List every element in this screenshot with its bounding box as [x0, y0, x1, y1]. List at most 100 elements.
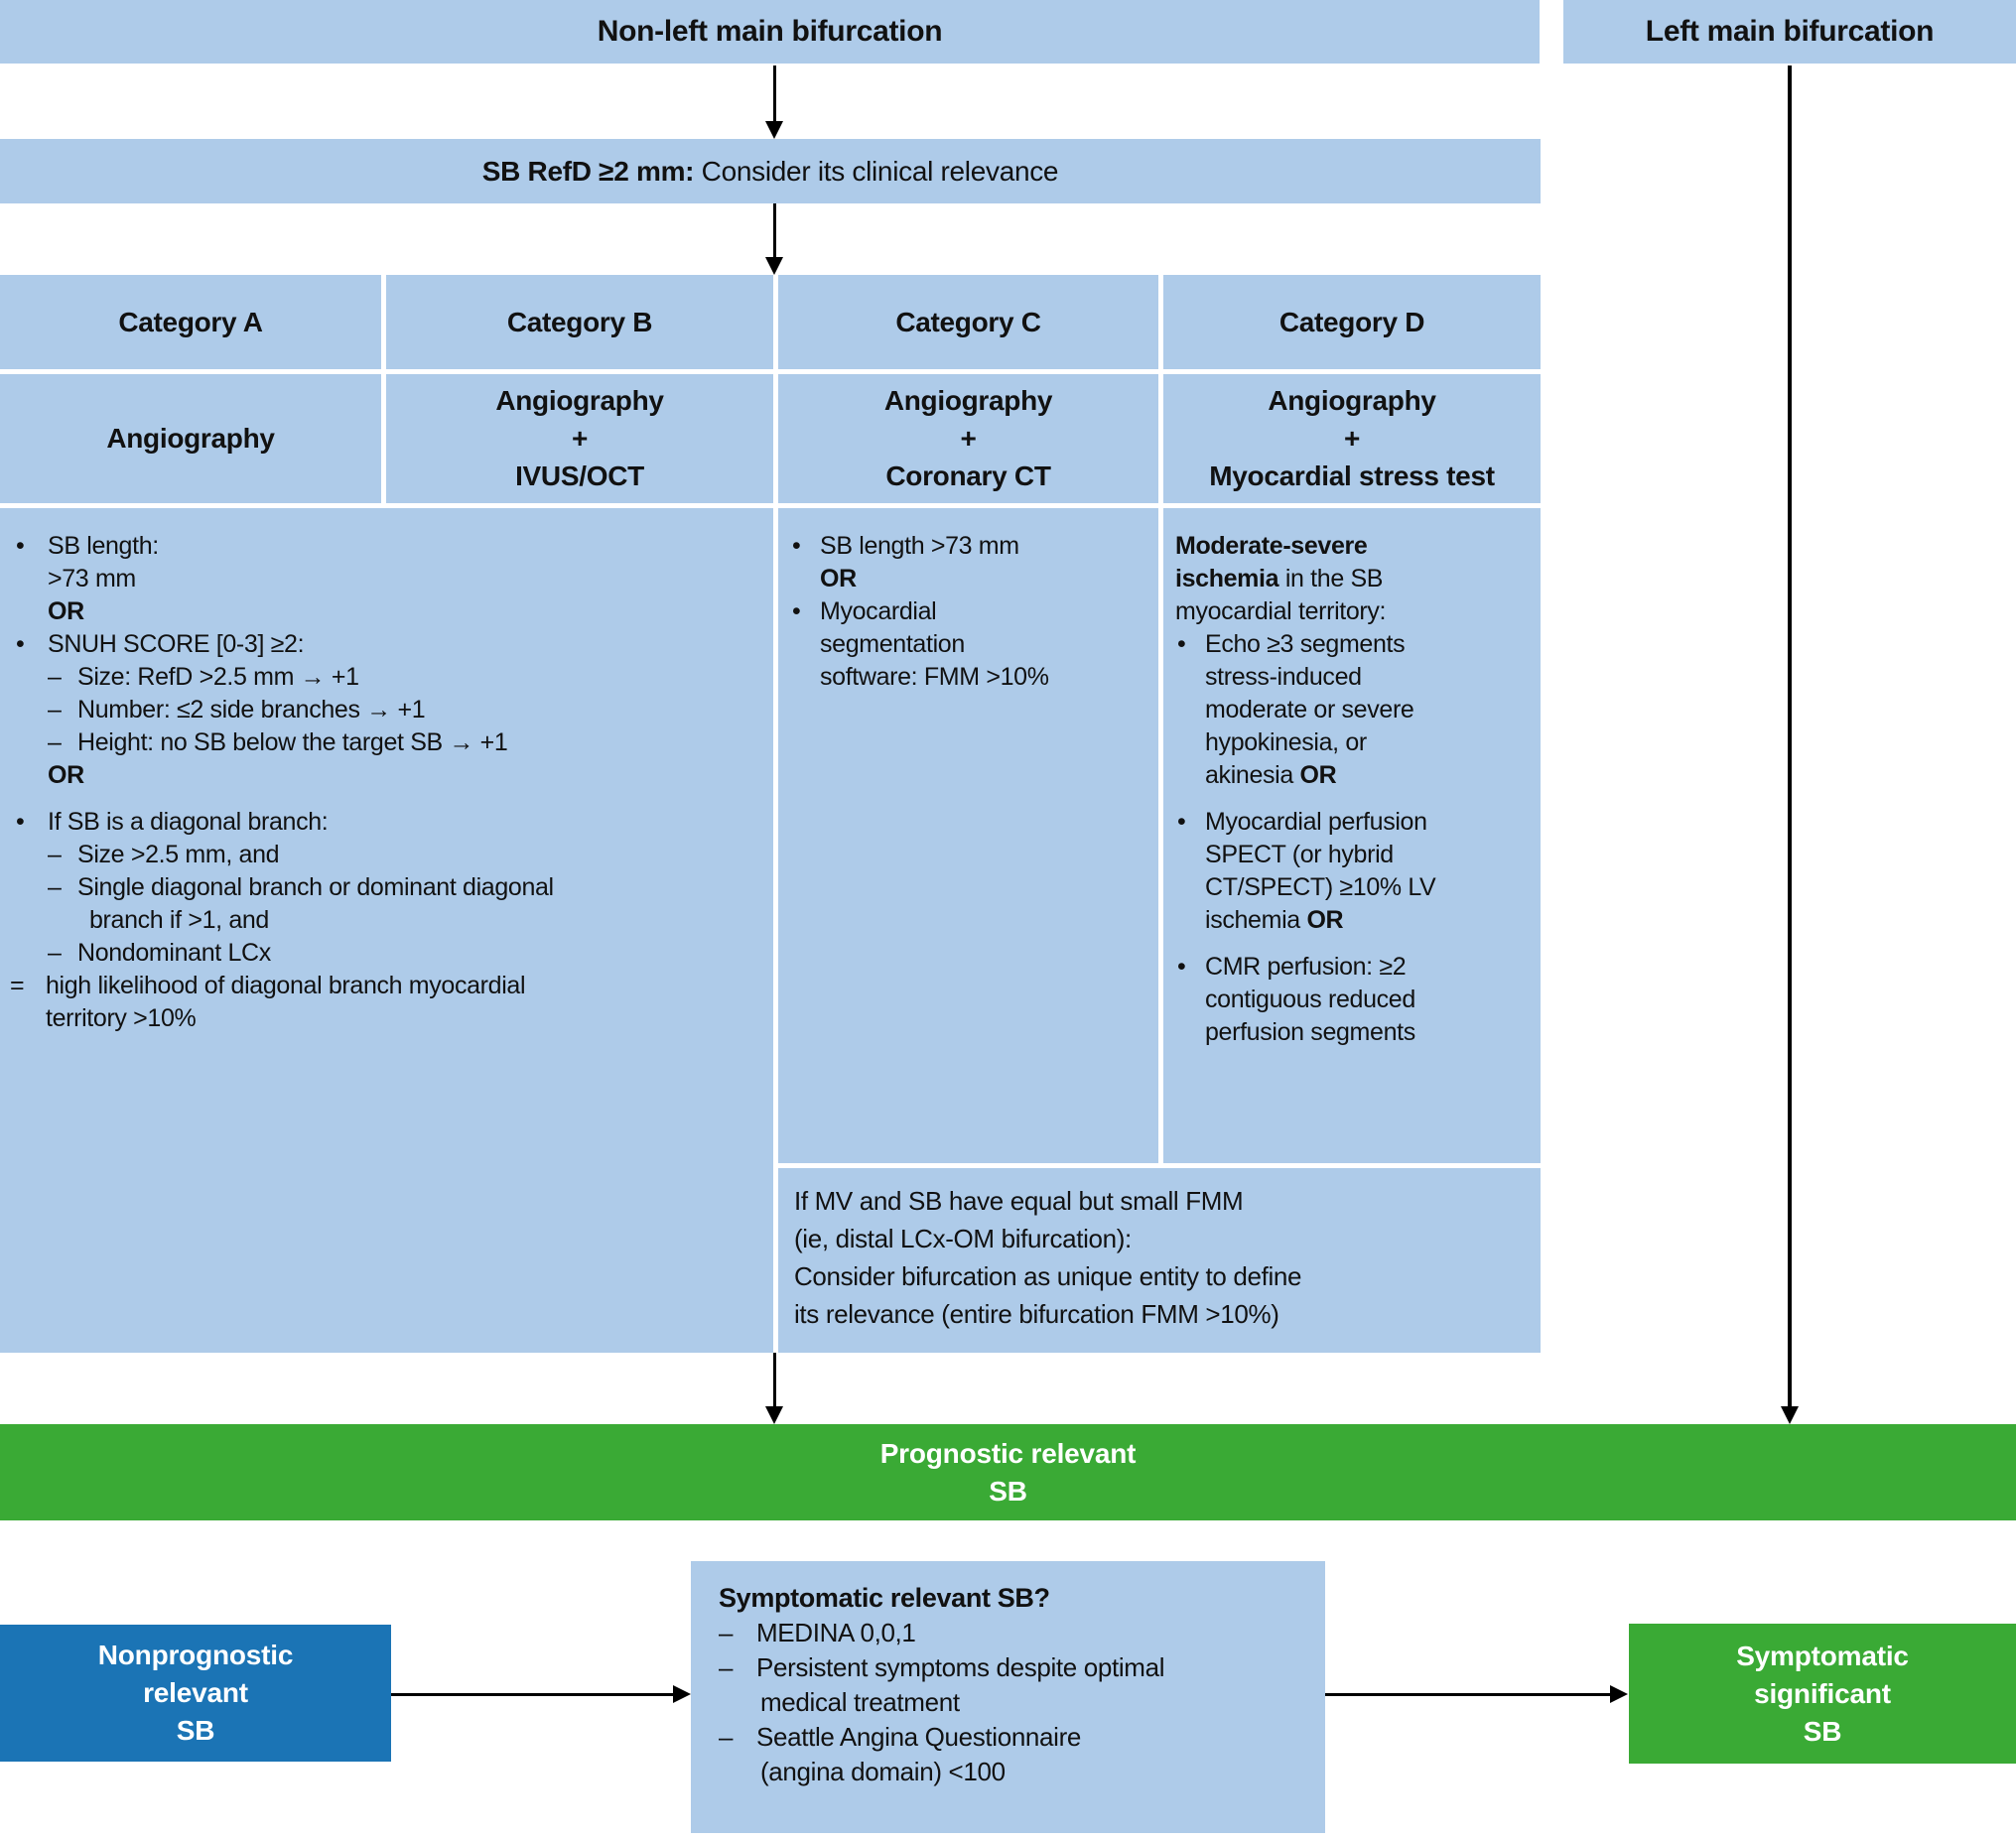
text-segment: Height: no SB below the target SB → +1	[77, 728, 508, 756]
sb-refd-bar: SB RefD ≥2 mm: Consider its clinical rel…	[0, 139, 1541, 203]
text-line: –Size >2.5 mm, and	[0, 839, 759, 871]
list-marker: –	[719, 1618, 734, 1647]
text-segment: ischemia	[1175, 565, 1279, 592]
text-segment: perfusion segments	[1205, 1018, 1415, 1046]
arrow-head-icon	[673, 1685, 691, 1703]
text-segment: stress-induced	[1205, 663, 1362, 691]
list-marker: •	[1177, 808, 1186, 836]
sb-refd-text: SB RefD ≥2 mm: Consider its clinical rel…	[481, 155, 1059, 188]
text-line: CT/SPECT) ≥10% LV	[1175, 871, 1533, 904]
modality-header-c: Angiography + Coronary CT	[778, 374, 1158, 503]
nonprognostic-line: Nonprognostic	[97, 1640, 294, 1670]
symptomatic-significant-line: SB	[1803, 1715, 1842, 1747]
text-segment: high likelihood of diagonal branch myoca…	[46, 972, 526, 999]
nonprognostic-line: relevant	[143, 1677, 248, 1708]
modality-header-d: Angiography + Myocardial stress test	[1163, 374, 1541, 503]
category-d-label: Category D	[1278, 306, 1425, 337]
text-line: •CMR perfusion: ≥2	[1175, 951, 1533, 984]
text-segment: SB length >73 mm	[820, 532, 1019, 560]
modality-c-plus: +	[960, 423, 977, 454]
text-line: >73 mm	[0, 563, 759, 595]
list-marker: =	[10, 972, 25, 999]
list-marker: •	[792, 532, 801, 560]
text-segment: in the SB	[1278, 565, 1384, 592]
text-segment: OR	[820, 565, 857, 592]
text-line: –Nondominant LCx	[0, 937, 759, 970]
header-non-left-main: Non-left main bifurcation	[0, 0, 1540, 64]
text-line: • SB length >73 mm	[790, 530, 1150, 563]
sb-refd-lead: SB RefD ≥2 mm:	[481, 155, 695, 187]
modality-b-line: Angiography	[495, 385, 664, 416]
text-segment: ischemia	[1205, 906, 1307, 934]
text-line: (angina domain) <100	[719, 1755, 1313, 1789]
text-segment: Size >2.5 mm, and	[77, 841, 280, 868]
arrow-line	[773, 66, 776, 122]
text-segment: CT/SPECT) ≥10% LV	[1205, 873, 1436, 901]
symptomatic-question-title: Symptomatic relevant SB?	[719, 1583, 1050, 1613]
list-marker: –	[48, 663, 62, 691]
text-line: –MEDINA 0,0,1	[719, 1616, 1313, 1650]
text-segment: OR	[1299, 761, 1337, 789]
text-segment: If SB is a diagonal branch:	[48, 808, 329, 836]
text-line: hypokinesia, or	[1175, 726, 1533, 759]
list-marker: –	[48, 841, 62, 868]
arrow-line	[1325, 1693, 1611, 1696]
modality-c-line: Coronary CT	[885, 460, 1051, 491]
modality-header-b: Angiography + IVUS/OCT	[386, 374, 773, 503]
text-segment: Seattle Angina Questionnaire	[756, 1722, 1081, 1752]
text-segment: Persistent symptoms despite optimal	[756, 1652, 1165, 1682]
text-segment: Size: RefD >2.5 mm → +1	[77, 663, 359, 691]
list-marker: •	[16, 808, 25, 836]
text-segment: Nondominant LCx	[77, 939, 271, 967]
list-marker: –	[48, 939, 62, 967]
text-line: OR	[0, 759, 759, 792]
text-line: –Size: RefD >2.5 mm → +1	[0, 661, 759, 694]
category-b-header: Category B	[386, 275, 773, 369]
text-segment: medical treatment	[760, 1687, 960, 1717]
text-segment: hypokinesia, or	[1205, 728, 1367, 756]
text-line: Moderate-severe	[1175, 530, 1533, 563]
text-segment: segmentation	[820, 630, 965, 658]
modality-b-plus: +	[571, 423, 589, 454]
text-segment: (ie, distal LCx-OM bifurcation):	[794, 1224, 1132, 1253]
list-marker: –	[48, 696, 62, 723]
modality-a-line: Angiography	[106, 423, 275, 454]
text-line: OR	[790, 563, 1150, 595]
text-segment: SNUH SCORE [0-3] ≥2:	[48, 630, 305, 658]
modality-d-line: Angiography	[1268, 385, 1436, 416]
text-segment: OR	[1306, 906, 1344, 934]
text-segment: >73 mm	[48, 565, 136, 592]
text-line	[1175, 792, 1533, 806]
text-line: perfusion segments	[1175, 1016, 1533, 1049]
text-segment: myocardial territory:	[1175, 597, 1387, 625]
symptomatic-significant-line: Symptomatic	[1736, 1640, 1909, 1671]
text-segment: Echo ≥3 segments	[1205, 630, 1406, 658]
text-segment: Moderate-severe	[1175, 532, 1368, 560]
text-line: moderate or severe	[1175, 694, 1533, 726]
prognostic-relevant-bar: Prognostic relevant SB	[0, 1424, 2016, 1520]
text-segment: Myocardial perfusion	[1205, 808, 1427, 836]
prognostic-line: Prognostic relevant	[879, 1437, 1137, 1469]
text-line: ischemia in the SB	[1175, 563, 1533, 595]
list-marker: –	[719, 1652, 734, 1682]
nonprognostic-line: SB	[176, 1715, 215, 1746]
list-marker: •	[1177, 630, 1186, 658]
text-line: software: FMM >10%	[790, 661, 1150, 694]
list-marker: •	[1177, 953, 1186, 981]
text-segment: Single diagonal branch or dominant diago…	[77, 873, 554, 901]
text-segment: Myocardial	[820, 597, 937, 625]
arrow-line	[773, 1353, 776, 1408]
text-segment: akinesia	[1205, 761, 1300, 789]
symptomatic-significant-line: significant	[1754, 1677, 1891, 1709]
text-segment: MEDINA 0,0,1	[756, 1618, 916, 1647]
text-line: SPECT (or hybrid	[1175, 839, 1533, 871]
arrow-head-icon	[765, 257, 783, 275]
text-line: stress-induced	[1175, 661, 1533, 694]
list-marker: •	[792, 597, 801, 625]
text-line: • If SB is a diagonal branch:	[0, 806, 759, 839]
arrow-head-icon	[1610, 1685, 1628, 1703]
text-segment: contiguous reduced	[1205, 986, 1415, 1013]
text-line: –Persistent symptoms despite optimal	[719, 1650, 1313, 1685]
text-segment: its relevance (entire bifurcation FMM >1…	[794, 1299, 1279, 1329]
